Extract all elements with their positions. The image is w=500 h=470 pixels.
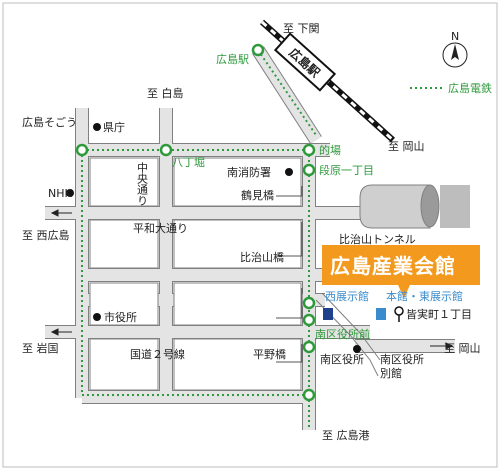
label-hijiyama-tunnel: 比治山トンネル xyxy=(339,232,416,246)
label-minami-ward-stop: 南区役所前 xyxy=(315,327,370,341)
landmark-dots xyxy=(66,123,361,353)
label-hatchobori: 八丁堀 xyxy=(172,156,205,169)
label-to-port: 至 広島港 xyxy=(322,428,370,442)
label-main-east-hall: 本館・東展示館 xyxy=(386,289,463,303)
label-to-okayama-top: 至 岡山 xyxy=(388,140,425,153)
label-minami-ward-annex-1: 南区役所 xyxy=(380,352,424,366)
label-minami-fire: 南消防署 xyxy=(227,165,271,179)
halls xyxy=(323,306,404,322)
label-matoba: 的場 xyxy=(319,143,341,157)
label-to-shiraishima: 至 白島 xyxy=(147,86,184,100)
compass-n: N xyxy=(451,30,459,43)
label-tram-legend: 広島電鉄 xyxy=(448,81,492,95)
label-sogo: 広島そごう xyxy=(22,115,77,129)
label-minamimachi: 皆実町１丁目 xyxy=(406,307,472,321)
label-danbara: 段原一丁目 xyxy=(319,163,374,177)
venue-callout: 広島産業会館 xyxy=(322,245,480,298)
label-hiroshima-tram: 広島駅 xyxy=(216,52,249,66)
label-to-shimonoseki: 至 下関 xyxy=(283,22,320,35)
label-hijiyamabashi: 比治山橋 xyxy=(240,250,284,264)
tram-lines xyxy=(81,49,445,430)
tram-stops xyxy=(75,43,316,402)
labels: 至 下関 広島駅 至 白島 広島そごう 県庁 的場 至 岡山 八丁堀 中央通り … xyxy=(22,22,492,442)
compass-icon: N xyxy=(442,30,468,68)
label-city-office: 市役所 xyxy=(104,310,137,324)
label-hiranobashi: 平野橋 xyxy=(253,347,286,361)
label-to-nishihiroshima: 至 西広島 xyxy=(22,228,70,242)
label-west-hall: 西展示館 xyxy=(325,289,369,303)
direction-arrows xyxy=(50,209,454,350)
east-hall-marker xyxy=(376,308,386,320)
label-chuo-dori: 中央通り xyxy=(136,162,149,206)
label-prefecture: 県庁 xyxy=(103,120,125,134)
pin-icon xyxy=(394,306,404,316)
label-to-iwakuni: 至 岩国 xyxy=(22,341,59,355)
label-to-okayama-right: 至 岡山 xyxy=(444,342,481,355)
label-route2: 国道２号線 xyxy=(130,347,185,361)
west-hall-marker xyxy=(323,308,333,320)
label-tsurumibashi: 鶴見橋 xyxy=(241,188,274,202)
label-heiwa-odori: 平和大通り xyxy=(133,221,188,235)
label-nhk: NHK xyxy=(48,187,73,200)
tunnel xyxy=(359,184,470,229)
label-minami-ward-annex-2: 別館 xyxy=(380,366,402,380)
label-minami-ward-office: 南区役所 xyxy=(320,352,364,366)
venue-name: 広島産業会館 xyxy=(330,254,456,278)
